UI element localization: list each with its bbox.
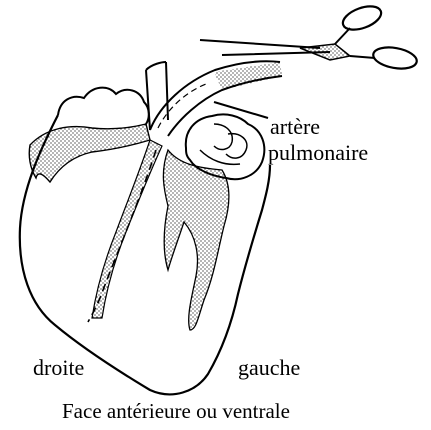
right-auricle — [58, 88, 149, 124]
left-ventricle-shading — [163, 150, 229, 330]
aorta — [146, 62, 168, 130]
scissors-icon — [200, 2, 418, 72]
artery-label-line2: pulmonaire — [268, 141, 368, 165]
pulmonary-trunk-shading — [214, 62, 282, 90]
right-side-label: droite — [33, 356, 84, 380]
figure-caption: Face antérieure ou ventrale — [62, 399, 290, 423]
artery-label-line1: artère — [270, 115, 320, 139]
left-side-label: gauche — [238, 356, 300, 380]
right-auricle-shading — [29, 124, 150, 182]
